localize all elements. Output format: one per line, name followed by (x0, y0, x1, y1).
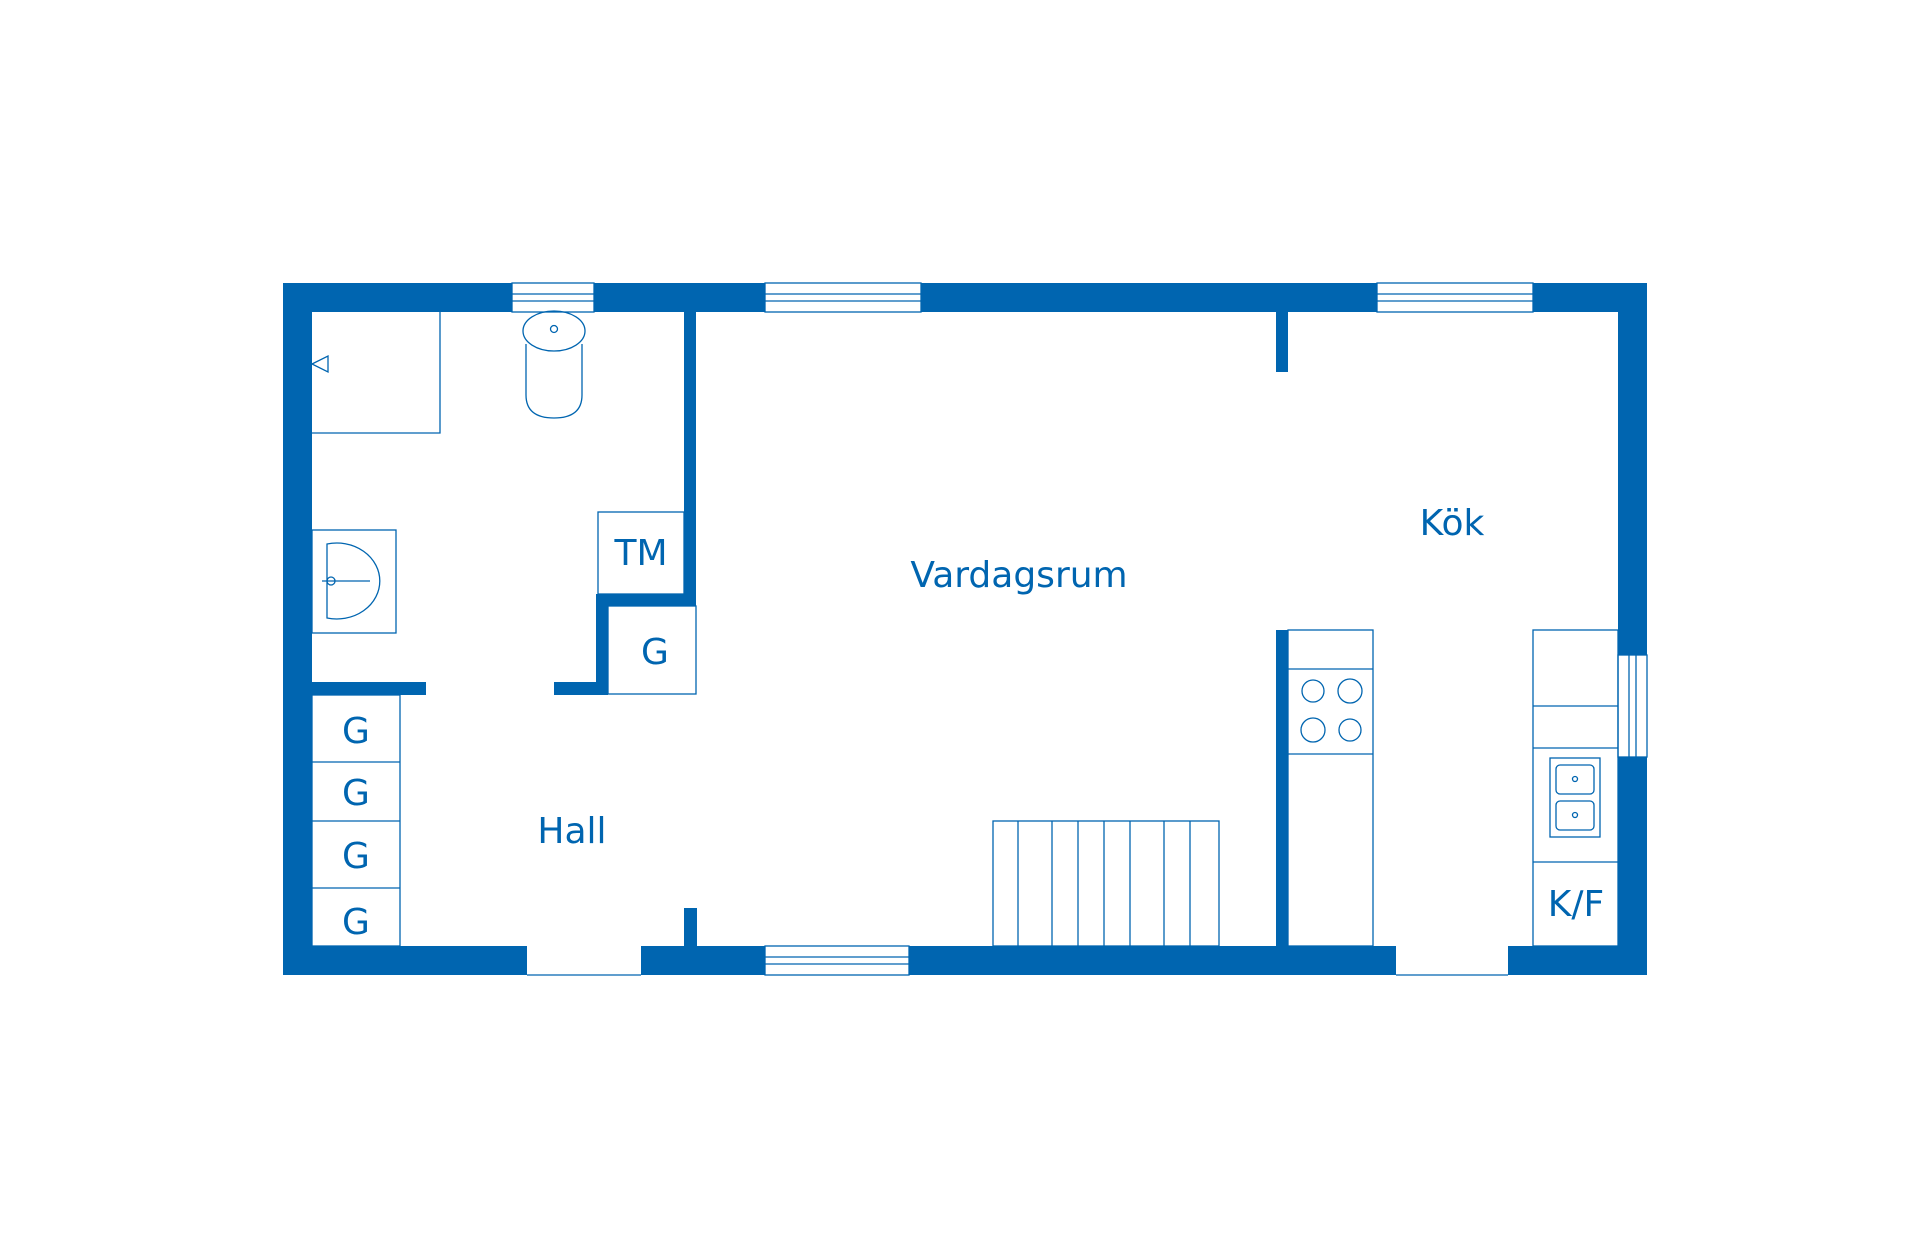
tm-closet: TM (597, 511, 685, 595)
room-label-vardagsrum: Vardagsrum (910, 555, 1127, 596)
outer-walls (283, 283, 1647, 975)
tm-label: TM (613, 533, 667, 574)
wardrobe-label-2: G (342, 773, 370, 814)
wardrobe-label-1: G (342, 711, 370, 752)
window-top-living (764, 282, 922, 313)
g-closet: G (607, 605, 697, 695)
kitchen-counter-right (1532, 629, 1619, 947)
window-bottom-living (764, 945, 910, 976)
window-top-kitchen (1376, 282, 1534, 313)
wardrobe-label-4: G (342, 902, 370, 943)
double-sink-icon (1549, 757, 1601, 838)
wardrobe-label-3: G (342, 836, 370, 877)
shower-icon (310, 312, 441, 434)
room-label-hall: Hall (537, 811, 606, 852)
entrance-door-opening (527, 946, 641, 976)
interior-walls (312, 312, 1288, 946)
kitchen-counter-left (1287, 629, 1374, 947)
kitchen-door-opening (1396, 946, 1508, 976)
g-closet-label: G (641, 632, 669, 673)
stove-icon (1300, 678, 1363, 743)
kf-label: K/F (1548, 884, 1604, 925)
staircase-icon (992, 820, 1220, 947)
window-top-bathroom (511, 282, 595, 313)
toilet-icon (522, 310, 586, 419)
sink-icon (311, 529, 397, 634)
window-right-kitchen (1617, 654, 1648, 758)
wardrobe-column: G G G G (311, 694, 401, 947)
room-label-kok: Kök (1420, 503, 1485, 544)
